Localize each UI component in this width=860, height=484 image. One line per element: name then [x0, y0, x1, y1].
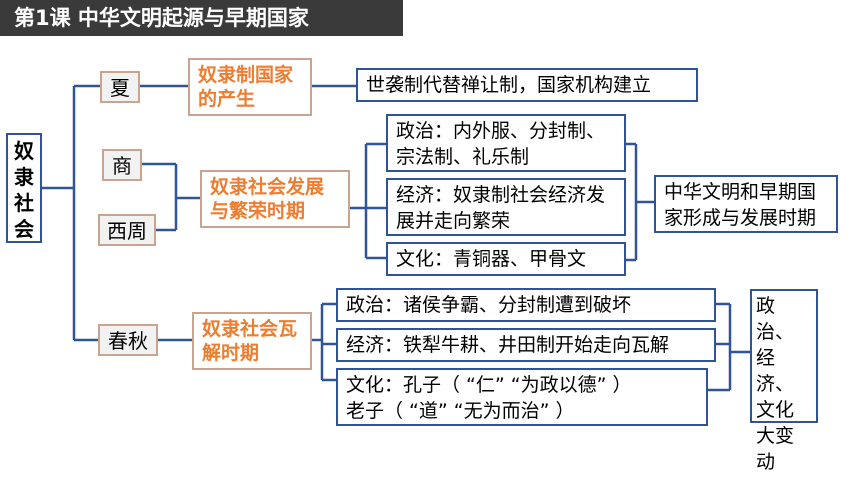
detail-prosper-economy: 经济：奴隶制社会经济发展并走向繁荣	[386, 178, 626, 236]
summary-decline: 政治、经济、文化大变动	[750, 289, 818, 473]
era-xia: 夏	[100, 71, 140, 103]
era-chunqiu: 春秋	[98, 324, 158, 356]
detail-decline-culture: 文化：孔子（ “仁” “为政以德” ） 老子（ “道” “无为而治” ）	[336, 368, 708, 426]
summary-prosper: 中华文明和早期国家形成与发展时期	[654, 175, 838, 233]
era-shang: 商	[102, 149, 142, 181]
phase-prosper: 奴隶社会发展与繁荣时期	[200, 170, 350, 228]
phase-decline: 奴隶社会瓦解时期	[192, 312, 312, 370]
detail-decline-politics: 政治：诸侯争霸、分封制遭到破坏	[336, 288, 716, 322]
detail-xia: 世袭制代替禅让制，国家机构建立	[356, 68, 698, 102]
detail-decline-culture-line1: 文化：孔子（ “仁” “为政以德” ）	[346, 374, 632, 396]
phase-birth: 奴隶制国家的产生	[188, 58, 312, 116]
detail-decline-economy: 经济：铁犁牛耕、井田制开始走向瓦解	[336, 328, 716, 362]
detail-prosper-politics: 政治：内外服、分封制、宗法制、礼乐制	[386, 114, 626, 172]
detail-decline-culture-line2: 老子（ “道” “无为而治” ）	[346, 400, 575, 422]
page-title: 第1课 中华文明起源与早期国家	[0, 0, 403, 36]
era-xizhou: 西周	[98, 214, 156, 246]
detail-prosper-culture: 文化：青铜器、甲骨文	[386, 242, 626, 276]
root-node: 奴隶社会	[6, 133, 42, 243]
